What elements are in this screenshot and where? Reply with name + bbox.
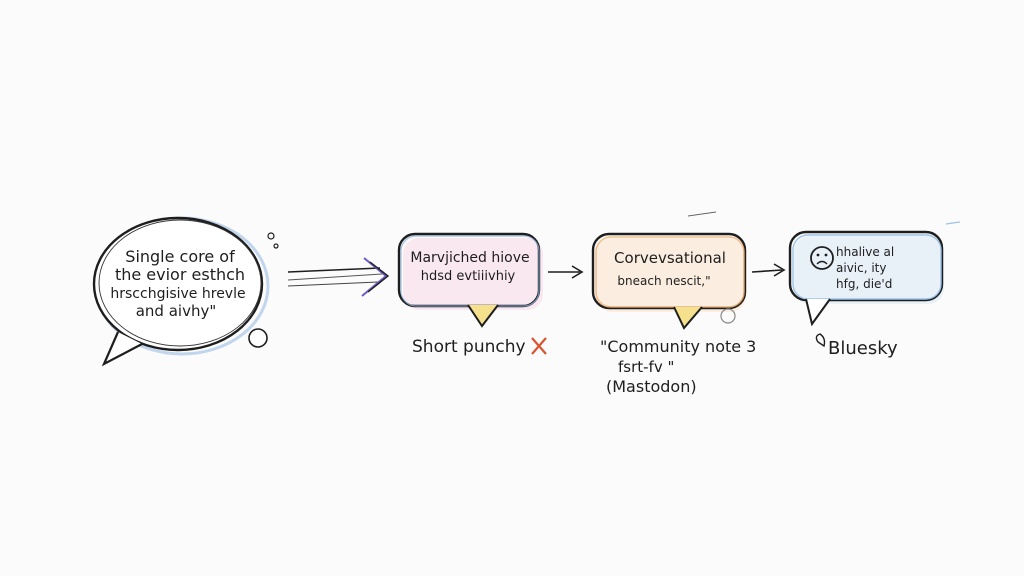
- bubble-long-form: Single core of the evior esthch hrscchgi…: [92, 216, 279, 367]
- bubble4-line2: aivic, ity: [836, 261, 887, 275]
- caption-community-line3: (Mastodon): [606, 377, 697, 396]
- caption-community-line2: fsrt-fv ": [618, 358, 674, 376]
- bubble1-line2: the evior esthch: [115, 265, 245, 284]
- caption-bluesky: Bluesky: [828, 338, 898, 359]
- bubble-short-punchy: Marvjiched hiove hdsd evtiiivhiy: [397, 232, 543, 328]
- bluesky-butterfly-icon: [815, 333, 826, 348]
- bubble1-line1: Single core of: [125, 247, 235, 266]
- bubble3-line1: Corvevsational: [614, 249, 726, 267]
- caption-short-punchy: Short punchy: [412, 337, 526, 357]
- arrow-3: [751, 263, 786, 277]
- cross-icon: [531, 337, 547, 355]
- bubble4-line3: hfg, die'd: [836, 277, 892, 291]
- bubble1-line3: hrscchgisive hrevle: [110, 286, 245, 302]
- bubble4-line1: hhalive al: [836, 245, 894, 259]
- bubble-conversational: Corvevsational bneach nescit,": [591, 211, 747, 330]
- arrow-2: [548, 265, 584, 279]
- bubble-bluesky: hhalive al aivic, ity hfg, die'd: [788, 221, 961, 327]
- arrow-1: [287, 257, 390, 297]
- caption-community-line1: "Community note 3: [600, 337, 756, 356]
- bubble1-line4: and aivhy": [136, 302, 217, 320]
- small-face-icon: [248, 328, 268, 348]
- bubble3-line2: bneach nescit,": [617, 274, 710, 288]
- sad-face-icon: [810, 246, 834, 270]
- bubble2-line2: hdsd evtiiivhiy: [421, 269, 516, 284]
- bubble2-line1: Marvjiched hiove: [410, 250, 529, 266]
